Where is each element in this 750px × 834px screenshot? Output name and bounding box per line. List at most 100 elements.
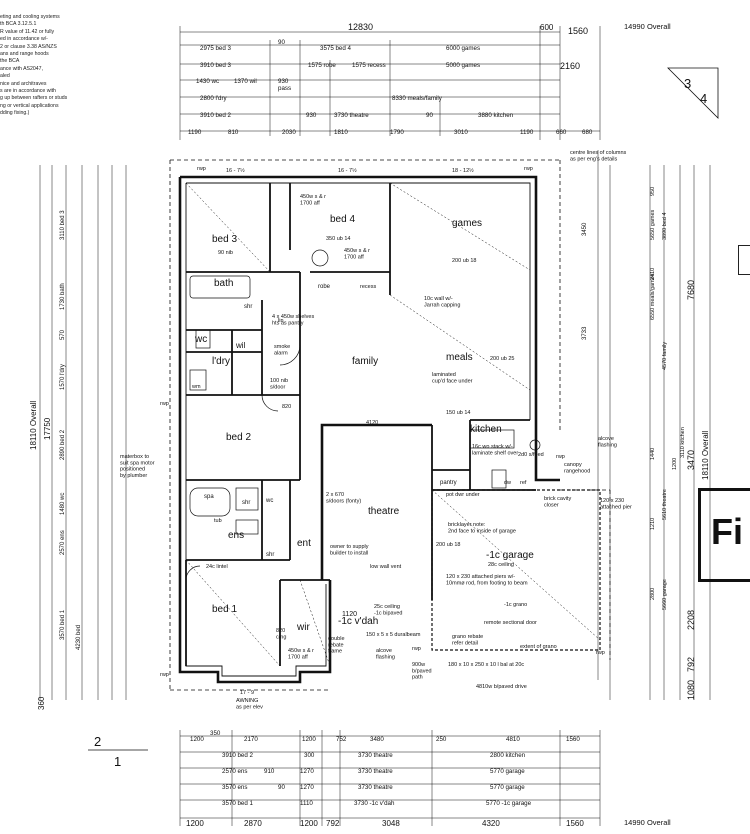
left-dimension-labels: 18110 Overall 17750 360 3110 bed 3 1730 … [29,210,82,710]
dim-text: 4570 family [662,342,668,370]
dim-text: 810 [228,129,239,136]
dim-text: 1210 [650,518,656,530]
sheet-ref-a: 3 [684,76,691,91]
dim-text: 4810 [506,736,520,743]
bottom-dimension-labels: 1200 350 2170 1200 752 3480 250 4810 156… [186,730,584,828]
dim-text: 2410 [650,268,656,280]
dim-text: 8330 meals/family [392,95,443,102]
dim-text: 3570 bed 1 [222,800,254,807]
right-dimensions [597,150,711,700]
dim-text: 5000 games [446,62,480,69]
beam-label: 16 - 7½ [338,167,357,174]
room-ens: ens [228,530,244,541]
dim-text: 1200 [672,458,678,470]
dim-text: 5770 -1c garage [486,800,532,807]
bricklayer-note: bricklayer note:2nd face to inside of ga… [448,522,516,534]
dim-text: 680 [582,129,593,136]
dim-text: 3733 [582,326,588,340]
right-dimension-labels: 3450 3733 7680 3470 2208 792 1080 5650 g… [582,187,710,700]
title-block: Fi [698,488,750,582]
dim-text: 1575 robe [308,62,336,69]
note-line: ans and range hoods [0,51,49,58]
lintel-note: 24c lintel [206,564,228,570]
note-line: th BCA 3.12.5.1 [0,21,37,28]
top-dimensions [179,26,601,140]
room-shr3: shr [266,552,274,558]
dim-text: 17750 [43,417,52,440]
ub-note: 200 ub 25 [490,356,514,362]
room-linen: lin [278,318,284,324]
dim-text: 3730 theatre [358,768,393,775]
dim-text: 1200 [190,736,204,743]
dim-text: 3910 bed 3 [200,62,232,69]
dim-text: 90 [278,39,285,46]
bottom-dimensions [179,730,601,826]
dim-text: 1575 recess [352,62,386,69]
top-dimension-labels: 12830 600 1560 2975 bed 3 90 3575 bed 4 … [188,22,593,136]
dim-text: 2800 l'dry [200,95,228,102]
external-walls-inner [185,182,531,677]
sheet-ref-c: 2 [94,734,101,749]
lintel-note: 350 ub 14 [326,236,350,242]
sheet-ref-bottom: 2 1 [88,734,148,769]
note-line: nice and architraves [0,80,47,87]
beam-label: 16 - 7½ [226,167,245,174]
dim-text: 570 [60,329,66,340]
dim-text: 2870 [244,819,262,828]
room-wc2: wc [265,498,273,504]
room-pantry: pantry [440,480,457,486]
dim-text: 5770 garage [490,768,525,775]
roof-dashes [169,159,611,691]
note-line: eting and cooling systems [0,14,60,20]
beam-label: 17 - 9 [240,690,254,696]
dim-text: 930 [306,112,317,119]
dim-text: 12830 [348,22,373,32]
dim-text: 300 [304,752,315,759]
dim-text: 5770 garage [490,784,525,791]
room-meals: meals [446,352,473,363]
dim-text: 4230 bed [76,625,82,650]
dim-text: 1200 [300,819,318,828]
dim-text: 1730 bath [60,283,66,310]
ub-note: 200 ub 18 [436,542,460,548]
dim-text: 1480 wc [60,493,66,515]
dim-text: 90 [426,112,433,119]
title-block-text: Fi [711,511,743,552]
plan-annotations: rwp rwp rwp rwp rwp rwp rwp 16 - 7½ 16 -… [120,150,632,710]
dim-text: 360 [37,696,46,710]
stack-note: 16c wo stack w/-laminate shelf over [472,444,518,456]
dim-text: 1810 [334,129,348,136]
room-wc: wc [194,334,207,345]
dim-text: 752 [336,736,347,743]
dim-text: 3730 theatre [358,752,393,759]
dim-text: 1430 wc [196,78,219,85]
note-line: aled [0,73,10,80]
note-line: g up between rafters or studs [0,95,68,102]
note-line: the BCA [0,58,20,65]
room-kitchen: kitchen [470,424,502,435]
dim-text: 3880 kitchen [478,112,514,119]
garage-ceiling-note: 28c ceiling [488,562,514,568]
room-spa: spa [204,494,214,500]
sheet-ref-top: 3 4 [667,67,719,119]
dim-text: 1200 [302,736,316,743]
label-rwp: rwp [556,454,565,460]
dim-text: 2170 [244,736,258,743]
dim-text: 2030 [282,129,296,136]
label-rwp: rwp [197,166,206,172]
dim-text: 1560 [566,819,584,828]
beam-label: 18 - 12½ [452,167,474,174]
dim-text: 910 [264,768,275,775]
dim-text: 950 [650,187,656,196]
room-bed3: bed 3 [212,234,237,245]
dim-text: 1440 [650,448,656,460]
room-wm: wm [191,384,201,390]
